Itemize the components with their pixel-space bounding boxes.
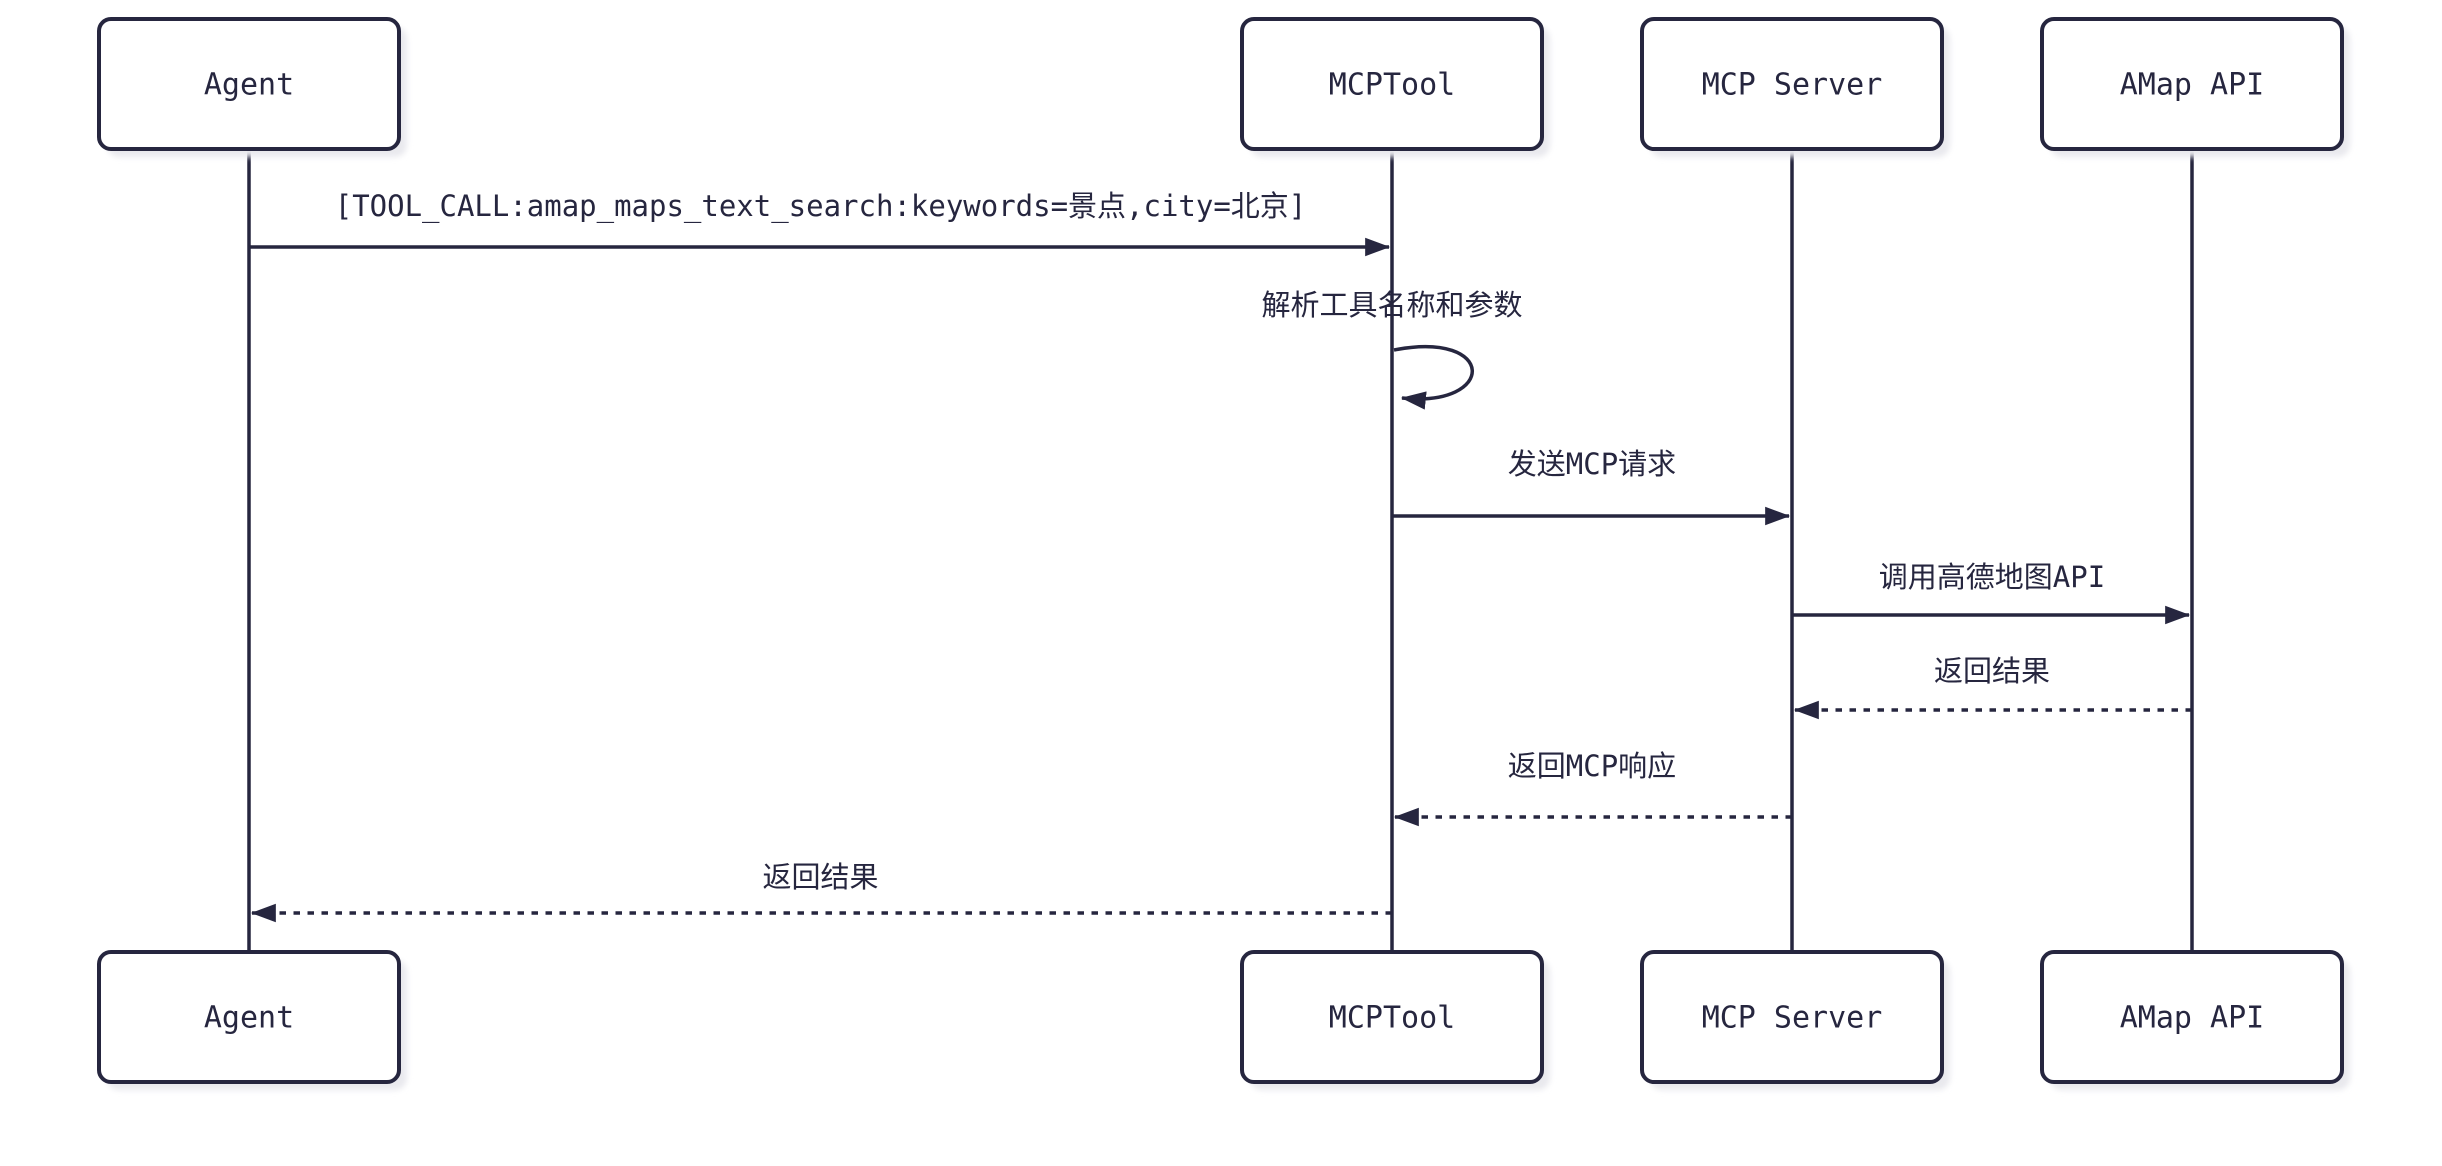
actor-box-top-agent [97, 17, 401, 151]
message-label-2: 解析工具名称和参数 [1261, 288, 1522, 322]
actor-label-top-mcpserver: MCP Server [1702, 68, 1883, 103]
actor-label-top-agent: Agent [204, 68, 294, 103]
message-label-7: 返回结果 [762, 860, 878, 894]
actor-label-bottom-agent: Agent [204, 1001, 294, 1036]
actor-label-bottom-amap: AMap API [2120, 1001, 2265, 1036]
actor-box-bottom-mcptool [1240, 950, 1544, 1084]
actor-box-top-mcptool [1240, 17, 1544, 151]
actor-box-top-amap [2040, 17, 2344, 151]
actor-box-bottom-agent [97, 950, 401, 1084]
actor-box-bottom-mcpserver [1640, 950, 1944, 1084]
actor-label-top-mcptool: MCPTool [1329, 68, 1455, 103]
actor-label-bottom-mcptool: MCPTool [1329, 1001, 1455, 1036]
actor-box-bottom-amap [2040, 950, 2344, 1084]
self-loop-arrow-2 [1393, 344, 1474, 410]
message-label-5: 返回结果 [1934, 654, 2050, 688]
actor-box-top-mcpserver [1640, 17, 1944, 151]
actor-label-bottom-mcpserver: MCP Server [1702, 1001, 1883, 1036]
message-label-1: [TOOL_CALL:amap_maps_text_search:keyword… [335, 189, 1307, 224]
message-label-6: 返回MCP响应 [1508, 749, 1676, 783]
message-label-3: 发送MCP请求 [1508, 447, 1676, 481]
message-label-4: 调用高德地图API [1879, 560, 2105, 594]
actor-label-top-amap: AMap API [2120, 68, 2265, 103]
